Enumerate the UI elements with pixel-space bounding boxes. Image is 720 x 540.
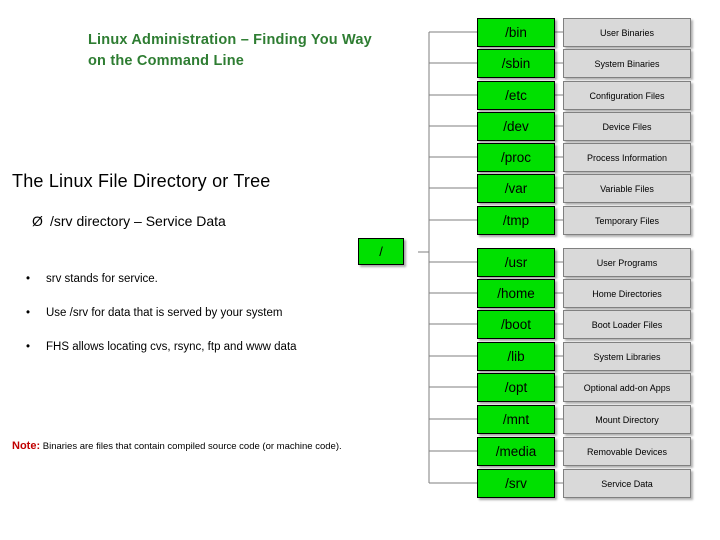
- tree-desc-srv: Service Data: [563, 469, 691, 498]
- list-item: • FHS allows locating cvs, rsync, ftp an…: [12, 340, 432, 355]
- bullet-dot-icon: •: [26, 273, 31, 285]
- tree-desc-opt: Optional add-on Apps: [563, 373, 691, 402]
- tree-node-opt[interactable]: /opt: [477, 373, 555, 402]
- tree-desc-mnt: Mount Directory: [563, 405, 691, 434]
- section-heading: The Linux File Directory or Tree: [12, 171, 271, 191]
- tree-node-dev[interactable]: /dev: [477, 112, 555, 141]
- footnote: Note: Binaries are files that contain co…: [12, 440, 432, 453]
- directory-tree-diagram: / /bin /sbin /etc /dev /proc /var /tmp /…: [358, 0, 720, 540]
- tree-node-mnt[interactable]: /mnt: [477, 405, 555, 434]
- page-title: Linux Administration – Finding You Way o…: [88, 32, 372, 69]
- arrow-bullet: Ø/srv directory – Service Data: [32, 213, 432, 229]
- tree-desc-boot: Boot Loader Files: [563, 310, 691, 339]
- arrow-bullet-icon: Ø: [32, 213, 43, 229]
- tree-node-media[interactable]: /media: [477, 437, 555, 466]
- list-item-label: srv stands for service.: [46, 273, 158, 285]
- tree-desc-lib: System Libraries: [563, 342, 691, 371]
- tree-node-proc[interactable]: /proc: [477, 143, 555, 172]
- tree-node-home[interactable]: /home: [477, 279, 555, 308]
- list-item-label: Use /srv for data that is served by your…: [46, 307, 283, 319]
- tree-desc-etc: Configuration Files: [563, 81, 691, 110]
- tree-node-var[interactable]: /var: [477, 174, 555, 203]
- bullet-dot-icon: •: [26, 341, 31, 353]
- arrow-bullet-label: /srv directory – Service Data: [50, 213, 226, 229]
- list-item: • Use /srv for data that is served by yo…: [12, 306, 432, 321]
- tree-node-root[interactable]: /: [358, 238, 404, 265]
- tree-desc-media: Removable Devices: [563, 437, 691, 466]
- tree-node-sbin[interactable]: /sbin: [477, 49, 555, 78]
- footnote-label: Note:: [12, 440, 41, 452]
- tree-desc-usr: User Programs: [563, 248, 691, 277]
- tree-node-bin[interactable]: /bin: [477, 18, 555, 47]
- tree-node-srv[interactable]: /srv: [477, 469, 555, 498]
- list-item-label: FHS allows locating cvs, rsync, ftp and …: [46, 341, 297, 353]
- tree-node-boot[interactable]: /boot: [477, 310, 555, 339]
- list-item: • srv stands for service.: [12, 272, 432, 287]
- tree-node-tmp[interactable]: /tmp: [477, 206, 555, 235]
- tree-desc-var: Variable Files: [563, 174, 691, 203]
- tree-desc-sbin: System Binaries: [563, 49, 691, 78]
- tree-node-etc[interactable]: /etc: [477, 81, 555, 110]
- tree-node-usr[interactable]: /usr: [477, 248, 555, 277]
- tree-desc-bin: User Binaries: [563, 18, 691, 47]
- tree-desc-proc: Process Information: [563, 143, 691, 172]
- bullet-list: • srv stands for service. • Use /srv for…: [12, 272, 432, 374]
- footnote-text: Binaries are files that contain compiled…: [40, 441, 342, 452]
- tree-desc-home: Home Directories: [563, 279, 691, 308]
- tree-desc-dev: Device Files: [563, 112, 691, 141]
- tree-desc-tmp: Temporary Files: [563, 206, 691, 235]
- bullet-dot-icon: •: [26, 307, 31, 319]
- tree-node-lib[interactable]: /lib: [477, 342, 555, 371]
